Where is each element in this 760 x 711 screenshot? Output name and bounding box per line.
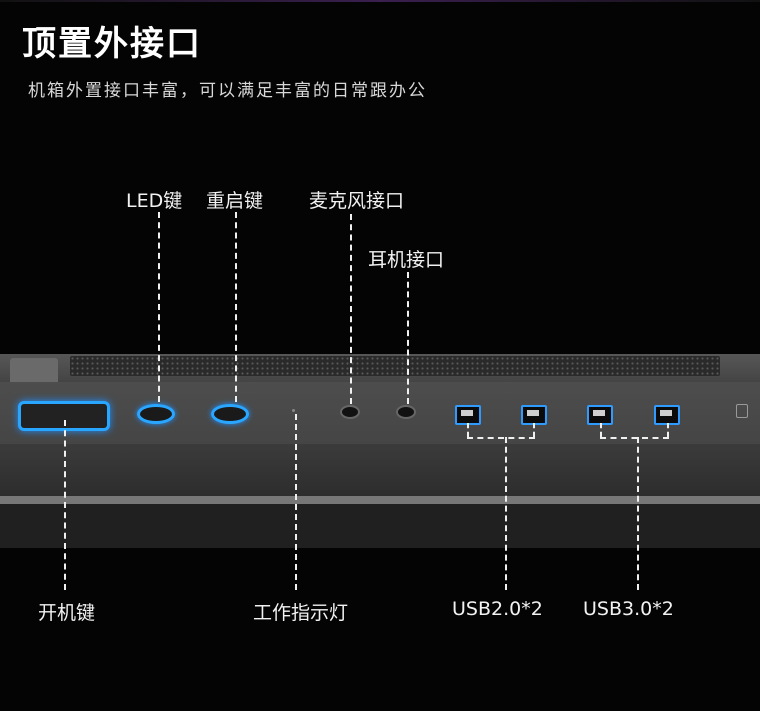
label-mic-port: 麦克风接口 [309,190,405,212]
usb2-port-2[interactable] [521,405,547,425]
label-led-button: LED键 [126,190,183,212]
side-marker [736,404,748,418]
leader-usb2-bracket [467,437,535,439]
leader-usb2-left [467,423,469,437]
label-indicator-light: 工作指示灯 [253,602,349,624]
case-tab [10,358,58,384]
label-headphone-port: 耳机接口 [368,249,445,271]
leader-power [64,420,66,590]
usb2-port-1[interactable] [455,405,481,425]
usb3-port-2[interactable] [654,405,680,425]
usb3-port-1[interactable] [587,405,613,425]
headphone-jack[interactable] [396,405,416,419]
restart-button[interactable] [211,404,249,424]
power-button[interactable] [18,401,110,431]
mic-jack[interactable] [340,405,360,419]
indicator-light [292,409,295,412]
label-usb3-ports: USB3.0*2 [583,598,674,620]
label-restart-button: 重启键 [206,190,264,212]
case-lip [0,496,760,504]
label-usb2-ports: USB2.0*2 [452,598,543,620]
led-button[interactable] [137,404,175,424]
top-accent-line [0,0,760,2]
case-front-edge [0,444,760,496]
label-power-button: 开机键 [38,602,96,624]
leader-restart [235,212,237,402]
page-subtitle: 机箱外置接口丰富，可以满足丰富的日常跟办公 [28,81,427,101]
leader-indicator [295,414,297,590]
leader-usb3-bracket [600,437,669,439]
leader-usb3 [637,437,639,590]
case-bottom [0,504,760,548]
leader-headphone [407,272,409,404]
leader-usb3-right [667,423,669,437]
leader-mic [350,214,352,404]
leader-usb3-left [600,423,602,437]
case-vent-mesh [70,356,720,376]
leader-usb2-right [533,423,535,437]
leader-led [158,212,160,402]
leader-usb2 [505,437,507,590]
case-io-face [0,382,760,444]
page-title: 顶置外接口 [22,24,202,64]
